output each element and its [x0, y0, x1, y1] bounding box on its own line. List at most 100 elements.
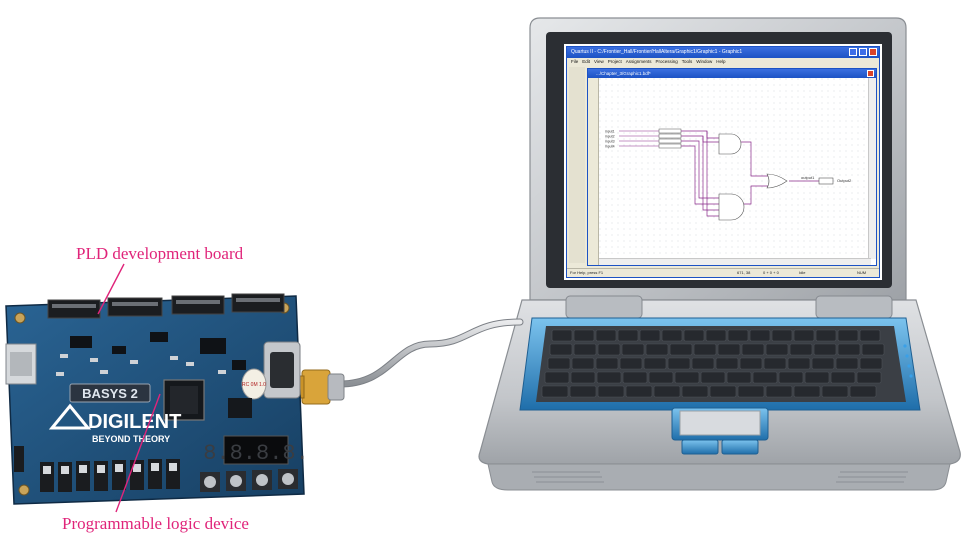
key — [570, 371, 596, 384]
menu-item-assignments[interactable]: Assignments — [625, 59, 652, 64]
menu-item-tools[interactable]: Tools — [681, 59, 693, 64]
key — [793, 329, 815, 342]
key — [643, 357, 667, 370]
horizontal-scrollbar[interactable] — [599, 258, 871, 265]
key — [837, 329, 859, 342]
title-bar: Quartus II - C:/Frontier_Hall/Frontier/H… — [567, 47, 879, 58]
key — [693, 343, 717, 356]
board-brand: DIGILENT — [88, 411, 181, 433]
key — [691, 357, 715, 370]
key — [739, 357, 763, 370]
key — [551, 329, 573, 342]
doc-close-button[interactable] — [867, 70, 874, 77]
key — [859, 329, 881, 342]
key — [804, 371, 830, 384]
keys — [541, 329, 885, 398]
status-help: For Help, press F1 — [570, 270, 604, 275]
key — [595, 329, 617, 342]
close-button[interactable] — [869, 48, 877, 56]
board-pointer-line — [97, 263, 125, 315]
key — [571, 357, 595, 370]
key — [752, 371, 778, 384]
schematic-input-label: input1 — [605, 130, 615, 134]
key — [573, 329, 595, 342]
key — [669, 343, 693, 356]
doc-title-bar: .../Chapter_3/Graphic1.bdf* — [588, 69, 876, 78]
key — [749, 329, 771, 342]
key — [597, 385, 625, 398]
menu-item-view[interactable]: View — [594, 59, 604, 64]
key — [544, 371, 570, 384]
board-model: BASYS 2 — [82, 386, 138, 401]
key — [727, 329, 749, 342]
key — [861, 343, 885, 356]
doc-title: .../Chapter_3/Graphic1.bdf* — [596, 71, 651, 76]
key — [793, 385, 821, 398]
seven-segment-display: 8.8.8.8. — [203, 441, 309, 466]
app-window: Quartus II - C:/Frontier_Hall/Frontier/H… — [566, 46, 880, 278]
schematic-toolbar — [588, 78, 599, 265]
key — [683, 329, 705, 342]
key — [569, 385, 597, 398]
key — [621, 343, 645, 356]
key — [771, 329, 793, 342]
menu-item-edit[interactable]: Edit — [582, 59, 591, 64]
pld-label: Programmable logic device — [62, 514, 249, 533]
menu-item-help[interactable]: Help — [716, 59, 726, 64]
key — [737, 385, 765, 398]
key — [813, 343, 837, 356]
maximize-button[interactable] — [859, 48, 867, 56]
key — [661, 329, 683, 342]
toolbar-left — [569, 67, 585, 263]
schematic-output-label: output1 — [801, 175, 815, 180]
push-buttons — [200, 469, 298, 492]
key — [821, 385, 849, 398]
key — [705, 329, 727, 342]
key — [741, 343, 765, 356]
key — [789, 343, 813, 356]
board-label: PLD development board — [76, 244, 244, 263]
key — [856, 371, 882, 384]
key — [648, 371, 674, 384]
key — [778, 371, 804, 384]
key — [596, 371, 622, 384]
menu-item-processing[interactable]: Processing — [655, 59, 678, 64]
menu-item-project[interactable]: Project — [607, 59, 622, 64]
chip-sticker: RC 0M 1.0 — [242, 382, 266, 388]
usb-cable — [291, 318, 524, 405]
key — [541, 385, 569, 398]
minimize-button[interactable] — [849, 48, 857, 56]
key — [811, 357, 835, 370]
key — [573, 343, 597, 356]
status-bar: For Help, press F1 671, 38 0 + 0 + 0 Idl… — [567, 268, 879, 277]
key — [645, 343, 669, 356]
vertical-scrollbar[interactable] — [868, 78, 876, 259]
status-idle: Idle — [799, 270, 806, 275]
status-num: NUM — [857, 270, 867, 275]
window-title: Quartus II - C:/Frontier_Hall/Frontier/H… — [571, 49, 743, 55]
menu-item-window[interactable]: Window — [696, 59, 713, 64]
key — [849, 385, 877, 398]
menu-item-file[interactable]: File — [571, 59, 579, 64]
key — [653, 385, 681, 398]
pld-pointer-line — [115, 393, 161, 513]
key — [625, 385, 653, 398]
schematic-output-pin: Output2 — [837, 178, 852, 183]
key — [835, 357, 859, 370]
status-zoom: 0 + 0 + 0 — [763, 270, 779, 275]
key — [717, 343, 741, 356]
key — [622, 371, 648, 384]
key — [597, 343, 621, 356]
key — [667, 357, 691, 370]
development-board: RC 0M 1.0 BASYS 2 DIGILENT BEYOND THEORY… — [5, 293, 309, 505]
key — [639, 329, 661, 342]
key — [787, 357, 811, 370]
schematic-input-label: input4 — [605, 145, 615, 149]
key — [681, 385, 709, 398]
board-tagline: BEYOND THEORY — [92, 434, 170, 444]
key — [595, 357, 619, 370]
